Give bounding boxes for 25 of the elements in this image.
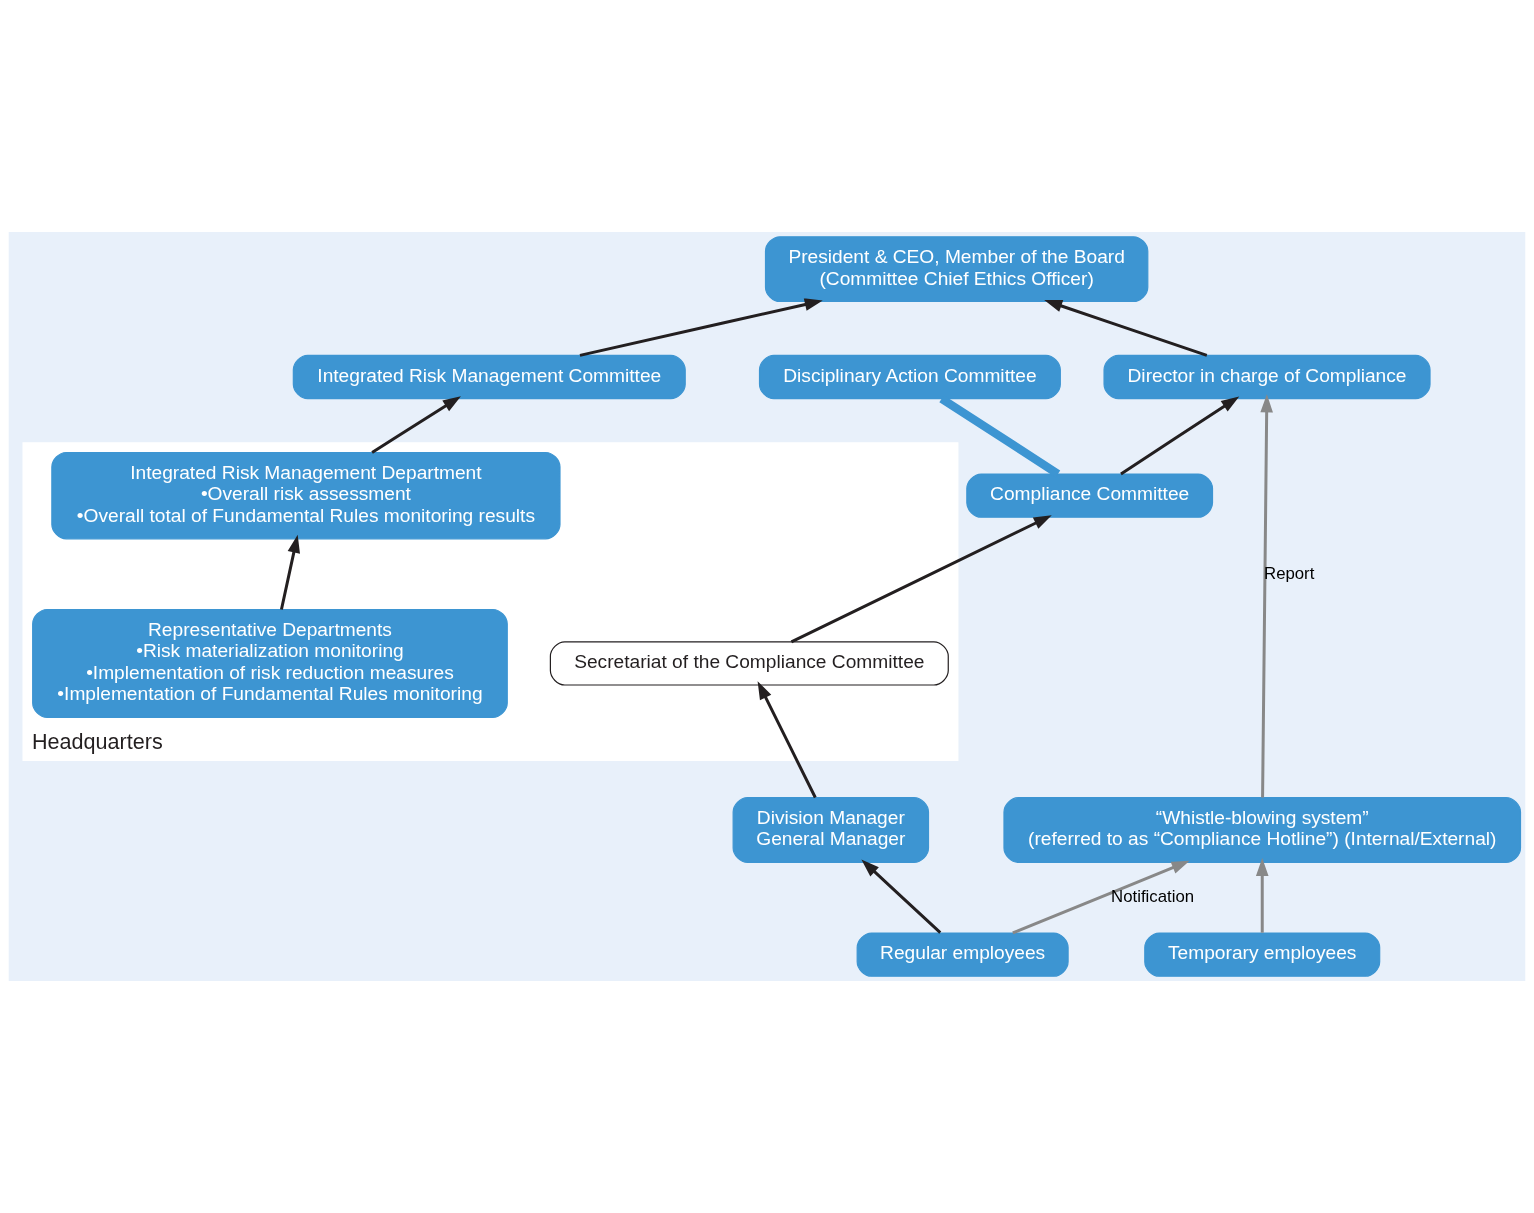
arrow xyxy=(1012,860,1190,935)
node-box: Temporary employees xyxy=(1144,932,1381,977)
node-box: President & CEO, Member of the Board (Committee Chief Ethics Officer) xyxy=(764,236,1149,303)
arrow xyxy=(1260,394,1273,798)
edge-label: Notification xyxy=(1111,887,1195,907)
node-box: “Whistle-blowing system” (referred to as “Compliance Hotline”) (Internal/External) xyxy=(1003,797,1522,863)
arrow xyxy=(1255,858,1269,933)
node-box: Disciplinary Action Committee xyxy=(758,354,1061,400)
node-box: Regular employees xyxy=(856,932,1069,977)
node-box: Integrated Risk Management Committee xyxy=(292,354,686,400)
node-box: Secretariat of the Compliance Committee xyxy=(549,641,949,686)
node-box: Integrated Risk Management Department •Overall risk assessment •Overall total of Fundamental Rules monitoring results xyxy=(51,451,561,540)
arrow xyxy=(279,534,300,610)
arrow xyxy=(1044,299,1208,357)
arrow xyxy=(790,515,1052,644)
arrow xyxy=(861,859,942,934)
node-box: Director in charge of Compliance xyxy=(1103,354,1431,400)
arrow xyxy=(579,298,823,357)
node-box: Compliance Committee xyxy=(966,473,1214,518)
arrow xyxy=(757,681,817,799)
node-box: Division Manager General Manager xyxy=(732,797,930,863)
node-box: Representative Departments •Risk materialization monitoring •Implementation of risk reduction measures •Implementation of Fundamental Rules monitoring xyxy=(32,608,508,718)
edge-label: Report xyxy=(1264,563,1315,583)
arrow xyxy=(1120,396,1240,476)
arrow xyxy=(371,396,461,454)
